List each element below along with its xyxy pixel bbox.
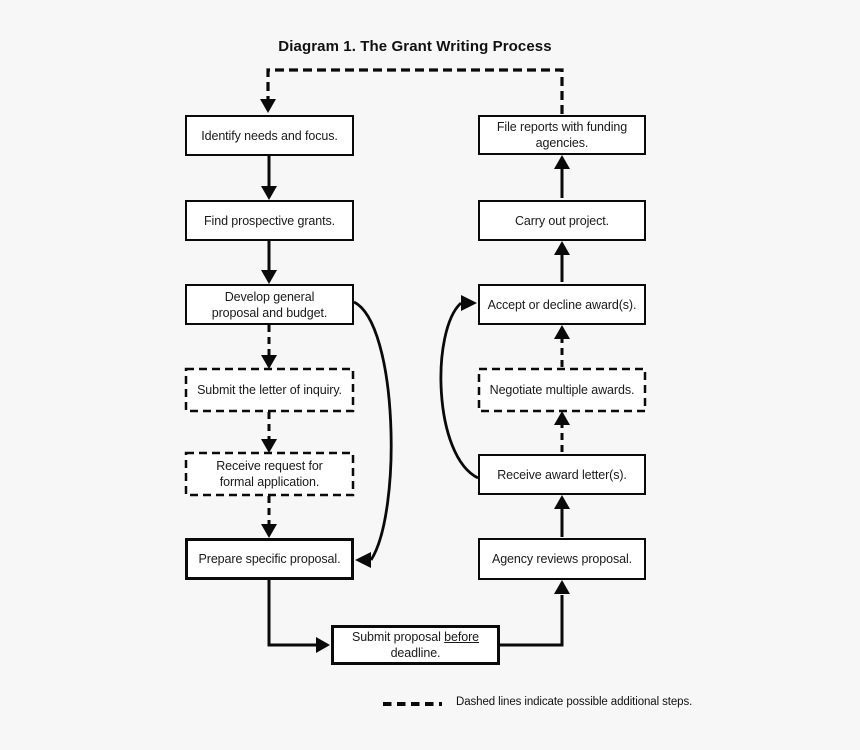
arrowhead-icon	[261, 355, 277, 369]
submit-text: Submit proposal	[351, 630, 445, 644]
legend-caption: Dashed lines indicate possible additiona…	[456, 696, 693, 708]
node-find-grants: Find prospective grants.	[185, 200, 354, 241]
arrowhead-icon	[261, 270, 277, 284]
node-carry-out-project: Carry out project.	[478, 200, 646, 241]
arrowhead-icon	[554, 325, 570, 339]
arc-develop-to-prepare	[353, 300, 393, 561]
node-identify-needs: Identify needs and focus.	[185, 115, 354, 156]
submit-line-2: deadline.	[390, 646, 441, 660]
arrowhead-icon	[461, 295, 477, 311]
arrowhead-icon	[554, 155, 570, 169]
arc-receive-to-accept	[439, 301, 479, 480]
dashed-box-outline-request	[184, 451, 355, 497]
dashed-box-outline-inquiry	[184, 367, 355, 413]
node-prepare-proposal: Prepare specific proposal.	[185, 538, 354, 580]
arrowhead-icon	[261, 524, 277, 538]
node-receive-award: Receive award letter(s).	[478, 454, 646, 495]
arrowhead-icon	[261, 186, 277, 200]
submit-line-1: Submit proposal before	[352, 629, 479, 645]
node-receive-request: Receive request for formal application.	[216, 459, 323, 489]
node-letter-of-inquiry: Submit the letter of inquiry.	[197, 383, 342, 397]
arrowhead-icon	[554, 241, 570, 255]
arrowhead-icon	[261, 439, 277, 453]
arrow-submit-to-agency	[500, 595, 564, 647]
dashed-box-outline-negotiate	[477, 367, 647, 413]
submit-underlined-word: before	[444, 630, 480, 644]
node-submit-proposal: Submit proposal before deadline.	[331, 625, 500, 665]
arrowhead-icon	[554, 580, 570, 594]
node-negotiate-awards: Negotiate multiple awards.	[489, 383, 635, 397]
node-agency-reviews: Agency reviews proposal.	[478, 538, 646, 580]
diagram-title: Diagram 1. The Grant Writing Process	[278, 38, 552, 55]
node-file-reports: File reports with funding agencies.	[478, 115, 646, 155]
feedback-dashed-connector	[266, 68, 564, 114]
arrowhead-icon	[316, 637, 330, 653]
arrowhead-icon	[554, 495, 570, 509]
arrowhead-icon	[554, 411, 570, 425]
arrow-prepare-to-submit	[267, 580, 316, 647]
feedback-arrowhead-icon	[260, 99, 276, 113]
node-accept-decline: Accept or decline award(s).	[478, 284, 646, 325]
arrowhead-icon	[355, 552, 371, 568]
node-develop-proposal: Develop general proposal and budget.	[185, 284, 354, 325]
